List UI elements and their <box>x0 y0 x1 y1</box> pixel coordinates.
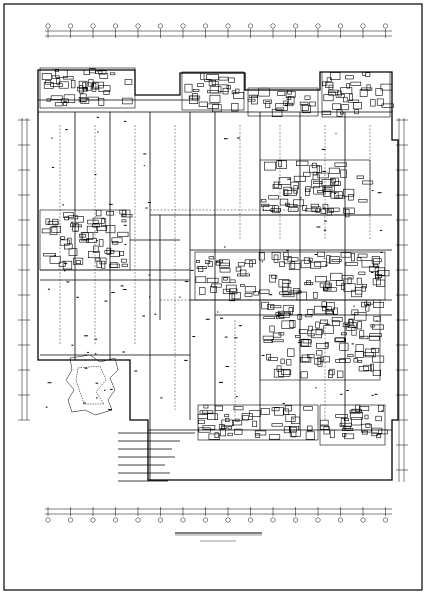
grid-bubble <box>90 23 96 29</box>
grid-bubble <box>45 23 51 29</box>
sheet-border <box>3 3 423 591</box>
grid-bubble <box>360 23 366 29</box>
grid-bubble <box>135 23 141 29</box>
grid-bubble <box>383 517 388 523</box>
grid-bubble <box>180 23 186 29</box>
bottom-grid-axis <box>45 507 392 523</box>
grid-bubble <box>90 517 96 523</box>
grid-bubble <box>158 517 163 523</box>
grid-bubble <box>338 517 343 523</box>
grid-bubble <box>180 517 186 523</box>
interior-walls <box>38 99 392 480</box>
room-clusters <box>39 67 394 446</box>
legend-graphics <box>118 432 195 482</box>
grid-bubble <box>158 23 163 29</box>
grid-bubble <box>270 517 276 523</box>
right-grid-axis <box>396 118 408 482</box>
key-plan <box>65 354 119 416</box>
grid-bubble <box>383 23 388 29</box>
grid-bubble <box>203 517 208 523</box>
building-outline <box>37 69 399 481</box>
grid-bubble <box>203 23 208 29</box>
grid-bubble <box>68 23 73 29</box>
grid-bubble <box>315 23 321 29</box>
grid-bubble <box>338 23 343 29</box>
title-underline <box>175 532 262 542</box>
grid-bubble <box>45 517 51 523</box>
pipe-runs <box>59 125 371 420</box>
left-grid-axis <box>18 118 30 421</box>
grid-bubble <box>225 517 231 523</box>
top-grid-axis <box>45 23 392 38</box>
grid-bubble <box>293 517 298 523</box>
grid-bubble <box>113 517 118 523</box>
grid-bubble <box>270 23 276 29</box>
grid-bubble <box>135 517 141 523</box>
grid-bubble <box>225 23 231 29</box>
grid-bubble <box>248 517 253 523</box>
fixture-marks <box>45 116 383 420</box>
grid-bubble <box>248 23 253 29</box>
grid-bubble <box>315 517 321 523</box>
grid-bubble <box>113 23 118 29</box>
grid-bubble <box>360 517 366 523</box>
grid-bubble <box>293 23 298 29</box>
grid-bubble <box>68 517 73 523</box>
